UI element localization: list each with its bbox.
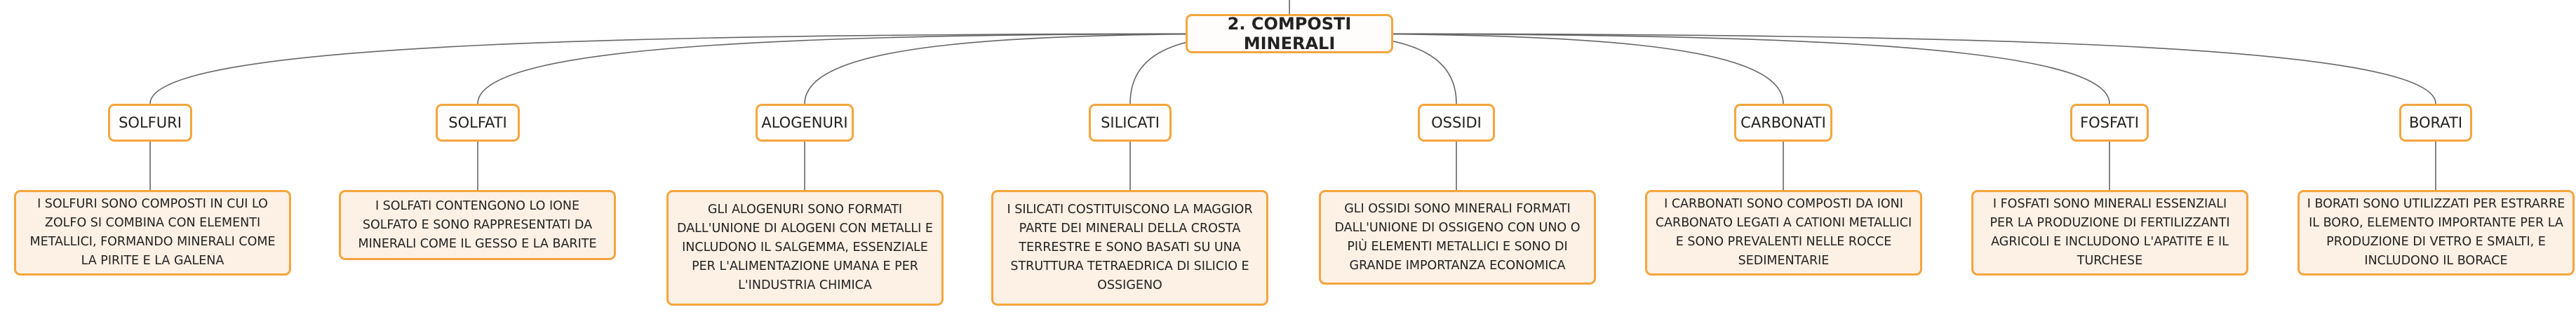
mineral-description-text: I SOLFURI SONO COMPOSTI IN CUI LO ZOLFO … xyxy=(29,197,276,268)
mineral-description-text: I SILICATI COSTITUISCONO LA MAGGIOR PART… xyxy=(1007,203,1253,292)
mineral-node-solfuri[interactable]: SOLFURI xyxy=(108,104,192,142)
mineral-description-text: GLI ALOGENURI SONO FORMATI DALL'UNIONE D… xyxy=(677,203,933,292)
mineral-node-ossidi[interactable]: OSSIDI xyxy=(1418,104,1495,142)
mineral-node-label: SOLFATI xyxy=(448,114,507,131)
mineral-node-silicati[interactable]: SILICATI xyxy=(1089,104,1172,142)
mineral-description-text: I SOLFATI CONTENGONO LO IONE SOLFATO E S… xyxy=(358,198,597,251)
root-node[interactable]: 2. COMPOSTI MINERALI xyxy=(1186,14,1393,53)
mineral-node-label: ALOGENURI xyxy=(761,114,848,131)
root-title: 2. COMPOSTI MINERALI xyxy=(1227,14,1352,53)
mineral-description-text: I BORATI SONO UTILIZZATI PER ESTRARRE IL… xyxy=(2307,197,2565,268)
branch-line-1 xyxy=(477,33,1290,104)
mineral-description-text: I FOSFATI SONO MINERALI ESSENZIALI PER L… xyxy=(1990,197,2230,268)
branch-line-6 xyxy=(1289,33,2110,104)
branch-line-7 xyxy=(1289,33,2436,104)
mineral-node-label: BORATI xyxy=(2408,114,2463,131)
mineral-description-text: I CARBONATI SONO COMPOSTI DA IONI CARBON… xyxy=(1655,197,1912,268)
mineral-description-text: GLI OSSIDI SONO MINERALI FORMATI DALL'UN… xyxy=(1334,201,1581,273)
mineral-node-label: CARBONATI xyxy=(1740,114,1826,131)
mineral-description-silicati[interactable]: I SILICATI COSTITUISCONO LA MAGGIOR PART… xyxy=(991,190,1268,306)
mineral-node-solfati[interactable]: SOLFATI xyxy=(436,104,520,142)
mineral-description-alogenuri[interactable]: GLI ALOGENURI SONO FORMATI DALL'UNIONE D… xyxy=(666,190,944,306)
mineral-node-label: SILICATI xyxy=(1101,114,1160,131)
branch-line-2 xyxy=(804,33,1290,104)
mineral-description-ossidi[interactable]: GLI OSSIDI SONO MINERALI FORMATI DALL'UN… xyxy=(1319,190,1596,285)
mineral-description-borati[interactable]: I BORATI SONO UTILIZZATI PER ESTRARRE IL… xyxy=(2297,190,2575,276)
mineral-node-borati[interactable]: BORATI xyxy=(2399,104,2472,142)
mineral-description-solfati[interactable]: I SOLFATI CONTENGONO LO IONE SOLFATO E S… xyxy=(339,190,616,260)
mineral-node-carbonati[interactable]: CARBONATI xyxy=(1734,104,1832,142)
mineral-node-alogenuri[interactable]: ALOGENURI xyxy=(756,104,854,142)
mineral-node-label: SOLFURI xyxy=(119,114,182,131)
mineral-description-solfuri[interactable]: I SOLFURI SONO COMPOSTI IN CUI LO ZOLFO … xyxy=(14,190,291,276)
mineral-description-carbonati[interactable]: I CARBONATI SONO COMPOSTI DA IONI CARBON… xyxy=(1645,190,1922,276)
mineral-node-fosfati[interactable]: FOSFATI xyxy=(2070,104,2149,142)
mineral-node-label: OSSIDI xyxy=(1431,114,1482,131)
mineral-node-label: FOSFATI xyxy=(2080,114,2139,131)
branch-line-0 xyxy=(149,33,1290,104)
mineral-description-fosfati[interactable]: I FOSFATI SONO MINERALI ESSENZIALI PER L… xyxy=(1971,190,2248,276)
